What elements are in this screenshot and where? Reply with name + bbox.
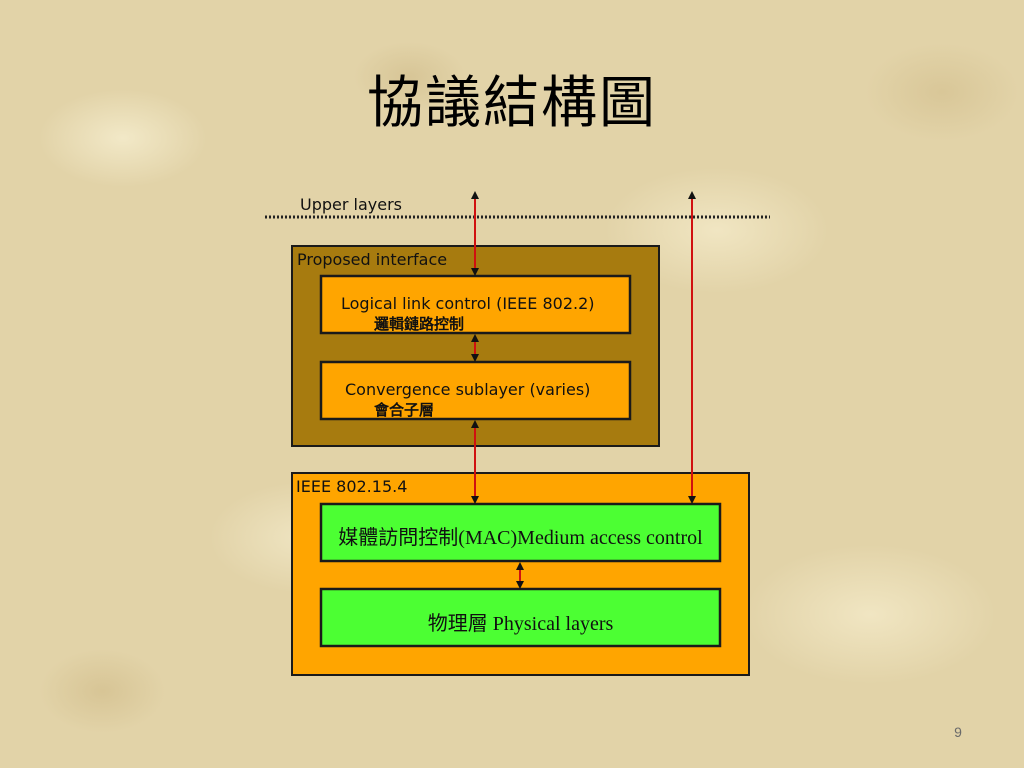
upper-layers-label: Upper layers	[300, 195, 403, 214]
slide-title: 協議結構圖	[367, 71, 657, 136]
phy-label: 物理層 Physical layers	[427, 613, 614, 635]
phy-box	[319, 587, 722, 648]
convergence-label: Convergence sublayer (varies)	[345, 380, 591, 399]
mac-box	[319, 502, 722, 563]
llc-label: Logical link control (IEEE 802.2)	[341, 294, 595, 313]
convergence-label-zh: 會合子層	[374, 401, 435, 419]
llc-box	[319, 274, 632, 335]
proposed-interface-label: Proposed interface	[297, 250, 448, 269]
mac-label: 媒體訪問控制(MAC)Medium access control	[338, 527, 703, 549]
llc-label-zh: 邏輯鏈路控制	[374, 315, 465, 333]
convergence-box	[319, 360, 632, 421]
page-number: 9	[954, 724, 962, 740]
ieee-802154-label: IEEE 802.15.4	[296, 477, 408, 496]
